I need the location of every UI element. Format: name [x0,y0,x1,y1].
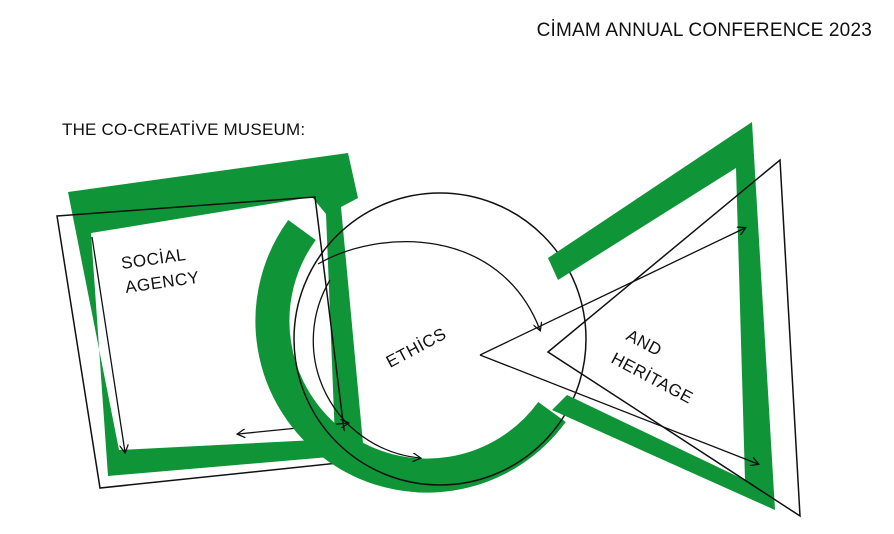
circle-outline-inner [312,279,420,458]
circle-shape [255,192,587,493]
square-label-line1: SOCİAL [120,245,187,273]
triangle-inner-arrow-up [479,228,745,356]
triangle-shape [479,122,801,518]
circle-label: ETHİCS [383,324,450,371]
square-inner-arrow-down [91,236,125,452]
square-label-line2: AGENCY [124,268,201,297]
conference-title: CİMAM ANNUAL CONFERENCE 2023 [536,20,872,41]
poster-subtitle: THE CO-CREATİVE MUSEUM: [62,120,306,139]
circle-top-arrow [317,241,540,330]
ring-green-arc [255,220,566,493]
triangle-inner-arrow-down [479,354,758,464]
triangle-green-band [548,122,775,510]
circle-outline-outer [293,192,587,486]
triangle-outline [546,158,801,518]
